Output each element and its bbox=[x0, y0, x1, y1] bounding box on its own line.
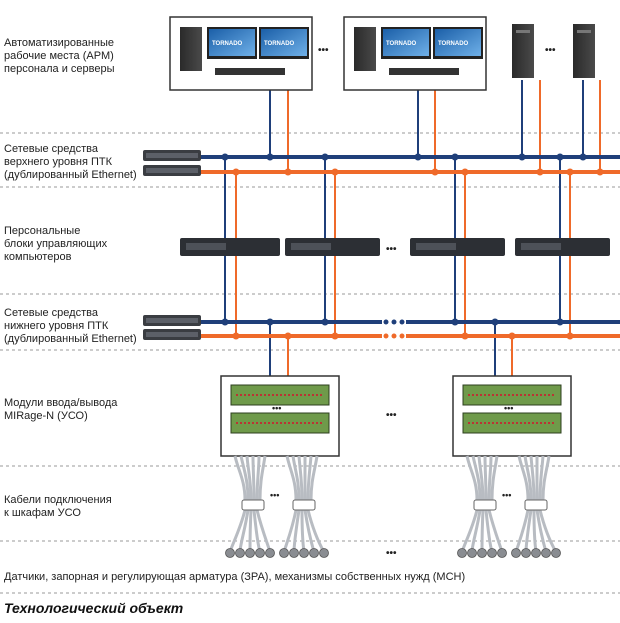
io-module-cabinet bbox=[452, 375, 572, 457]
ellipsis: ••• bbox=[386, 548, 397, 559]
ellipsis: ••• bbox=[545, 45, 556, 56]
control-computer-unit bbox=[515, 238, 610, 256]
monitor-brand: TORNADO bbox=[438, 41, 469, 47]
io-module-cabinet bbox=[220, 375, 340, 457]
upper-network-bus bbox=[200, 153, 620, 176]
blue-bus-nodes bbox=[221, 153, 587, 161]
network-switch-icon bbox=[143, 150, 201, 161]
ellipsis: ••• bbox=[502, 490, 511, 500]
server-tower-icon bbox=[573, 24, 595, 78]
network-switch-icon bbox=[143, 165, 201, 176]
workstation-group bbox=[343, 16, 487, 91]
layer-label-control-computers: Персональные блоки управляющих компьютер… bbox=[4, 225, 108, 263]
layer-label-field-devices: Датчики, запорная и регулирующая арматур… bbox=[4, 571, 466, 583]
ellipsis: ••• bbox=[272, 403, 281, 413]
upper-switches bbox=[143, 150, 201, 176]
ellipsis: ••• bbox=[386, 244, 397, 255]
layer-label-upper-network: Сетевые средства верхнего уровня ПТК (ду… bbox=[4, 143, 137, 181]
layer-label-arm: Автоматизированные рабочие места (АРМ) п… bbox=[4, 37, 115, 75]
footer-title: Технологический объект bbox=[4, 600, 184, 616]
monitor-brand: TORNADO bbox=[386, 41, 417, 47]
monitor-brand: TORNADO bbox=[212, 41, 243, 47]
orange-bus-nodes bbox=[232, 168, 604, 176]
field-device-sensors bbox=[225, 548, 561, 558]
layer-separators bbox=[0, 132, 620, 594]
monitor-brand: TORNADO bbox=[264, 41, 295, 47]
control-computer-unit bbox=[180, 238, 280, 256]
layer-label-lower-network: Сетевые средства нижнего уровня ПТК (дуб… bbox=[4, 307, 137, 345]
lower-switches bbox=[143, 315, 201, 340]
network-switch-icon bbox=[143, 315, 201, 326]
vertical-links bbox=[224, 80, 601, 376]
ellipsis: ••• bbox=[270, 490, 279, 500]
control-computer-unit bbox=[410, 238, 505, 256]
network-switch-icon bbox=[143, 329, 201, 340]
server-tower-icon bbox=[512, 24, 534, 78]
cable-clamps bbox=[241, 499, 548, 511]
ellipsis: ••• bbox=[504, 403, 513, 413]
workstation-group bbox=[169, 16, 313, 91]
layer-label-cables: Кабели подключения к шкафам УСО bbox=[4, 494, 112, 519]
layer-label-io-modules: Модули ввода/вывода MIRage-N (УСО) bbox=[4, 397, 118, 422]
lower-network-bus bbox=[200, 318, 620, 340]
cable-bundles bbox=[228, 455, 558, 553]
ellipsis: ••• bbox=[386, 410, 397, 421]
control-computer-unit bbox=[285, 238, 380, 256]
ellipsis: ••• bbox=[318, 45, 329, 56]
